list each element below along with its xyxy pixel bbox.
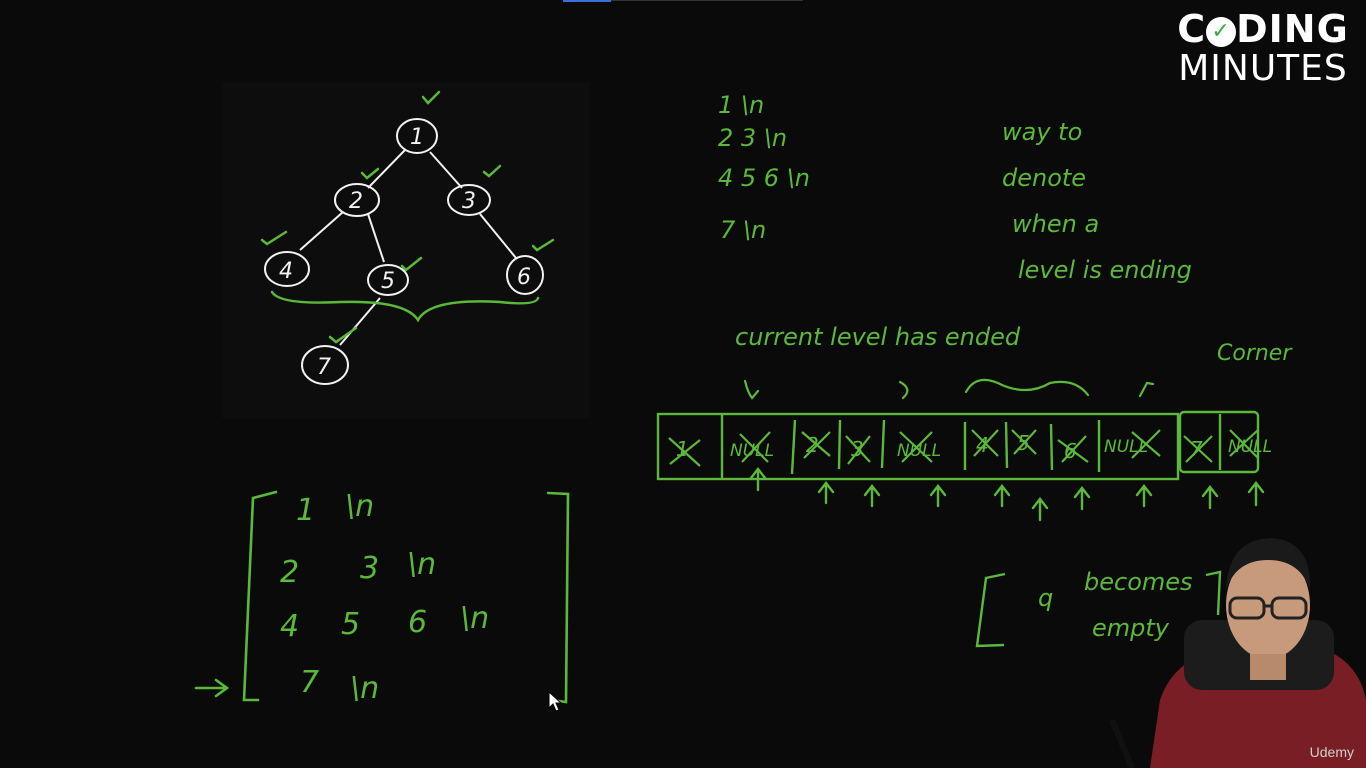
level-note-line: 1 \n xyxy=(718,91,764,119)
result-matrix: 1 \n 2 3 \n 4 5 6 \n 7 \n xyxy=(280,489,489,706)
tree-panel xyxy=(222,82,590,418)
matrix-cell: \n xyxy=(460,601,489,636)
tree-node-1 xyxy=(396,118,438,154)
empty-note-line: becomes xyxy=(1084,568,1193,596)
check-icon: ✓ xyxy=(1206,17,1237,47)
level-brace xyxy=(270,290,540,323)
video-progress-track[interactable] xyxy=(611,0,803,1)
tree-node-label: 2 xyxy=(349,189,363,214)
empty-note: q becomes empty xyxy=(1038,568,1193,642)
idea-line: level is ending xyxy=(1018,256,1192,284)
coding-minutes-logo: C✓DING MINUTES xyxy=(1168,8,1358,88)
idea-note: way to denote when a level is ending xyxy=(1002,118,1192,284)
logo-text: DING xyxy=(1236,7,1349,51)
logo-text: MINUTES xyxy=(1178,48,1348,89)
matrix-cell: 6 xyxy=(408,605,427,640)
matrix-cell: \n xyxy=(407,547,436,582)
tree-node-label: 6 xyxy=(517,265,531,290)
current-level-note: current level has ended xyxy=(735,323,1021,351)
matrix-cell: \n xyxy=(350,671,379,706)
tree-edges xyxy=(299,149,517,346)
idea-line: denote xyxy=(1002,164,1086,192)
tree-node-label: 4 xyxy=(279,259,293,284)
tree-node-6 xyxy=(506,255,544,295)
tree-node-label: 3 xyxy=(462,189,476,214)
matrix-cell: \n xyxy=(345,489,374,524)
tree-node-2 xyxy=(334,183,380,217)
pointer-arrow xyxy=(194,678,230,698)
level-notes: 1 \n 2 3 \n 4 5 6 \n 7 \n xyxy=(718,91,810,244)
queue xyxy=(656,410,1260,481)
level-note-line: 7 \n xyxy=(720,216,766,244)
idea-line: way to xyxy=(1002,118,1082,146)
idea-line: when a xyxy=(1012,210,1099,238)
queue-annotations xyxy=(743,378,1155,400)
empty-note-line: empty xyxy=(1092,614,1170,642)
matrix-cell: 5 xyxy=(341,607,360,642)
instructor-webcam xyxy=(1109,538,1366,768)
result-matrix-brackets xyxy=(194,490,570,704)
matrix-cell: 3 xyxy=(360,551,379,586)
video-progress-bar[interactable] xyxy=(563,0,611,2)
logo-text: C xyxy=(1177,7,1207,51)
tree-node-label: 1 xyxy=(410,125,424,150)
matrix-cell: 1 xyxy=(296,493,315,528)
tree-node-label: 5 xyxy=(381,269,395,294)
matrix-cell: 2 xyxy=(280,555,299,590)
pointer-arrows xyxy=(749,467,1265,522)
queue-cross-outs xyxy=(668,429,1259,467)
tree-node-3 xyxy=(447,184,491,216)
level-note-line: 4 5 6 \n xyxy=(718,164,810,192)
tree-node-7 xyxy=(301,345,349,385)
mouse-cursor xyxy=(548,690,563,712)
matrix-cell: 7 xyxy=(300,665,319,700)
empty-note-brackets xyxy=(975,570,1222,648)
udemy-watermark: Udemy xyxy=(1309,744,1354,760)
queue-cell: NULL xyxy=(1228,437,1272,457)
corner-note: Corner xyxy=(1217,341,1293,366)
tree-node-label: 7 xyxy=(317,355,331,380)
tree-node-5 xyxy=(367,264,409,296)
level-note-line: 2 3 \n xyxy=(718,124,787,152)
tree-node-4 xyxy=(264,251,310,287)
visited-check-marks xyxy=(260,90,555,344)
matrix-cell: 4 xyxy=(280,609,299,644)
empty-note-q: q xyxy=(1038,584,1053,612)
